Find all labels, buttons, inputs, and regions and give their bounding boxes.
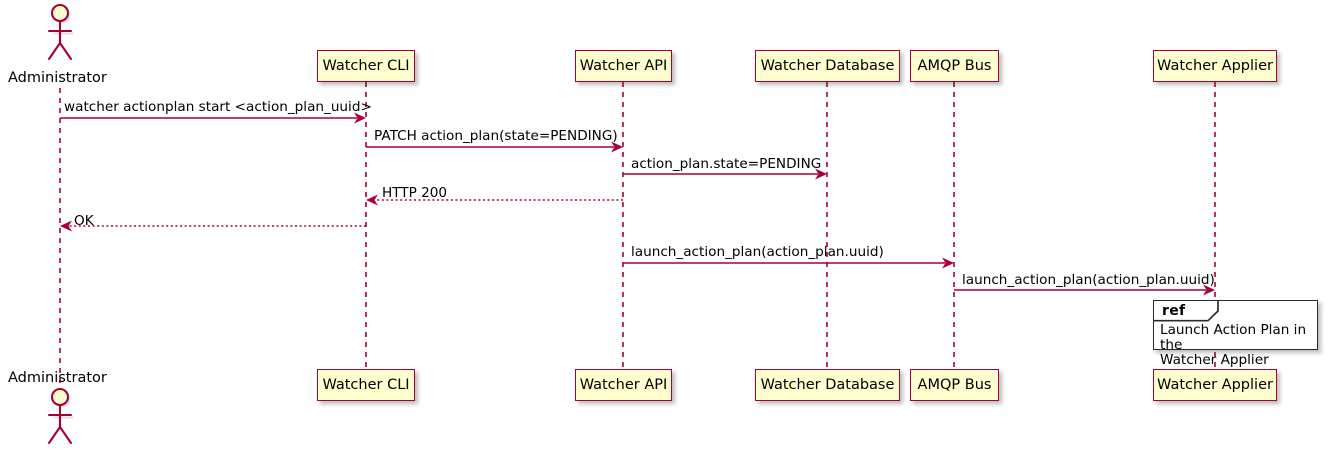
message-text: watcher actionplan start <action_plan_uu… (64, 99, 372, 115)
participant-label: Watcher Database (760, 376, 895, 393)
participant-box-watcher-applier-top[interactable]: Watcher Applier (1153, 50, 1277, 82)
participant-box-watcher-database-bottom[interactable]: Watcher Database (755, 369, 900, 401)
message-label-m2: PATCH action_plan(state=PENDING) (374, 128, 618, 144)
message-label-m1: watcher actionplan start <action_plan_uu… (64, 99, 372, 115)
participant-label: Watcher CLI (322, 57, 410, 74)
actor-label-administrator-top: Administrator (8, 71, 107, 86)
actor-label-administrator-bottom: Administrator (8, 371, 107, 386)
message-arrowhead-m2 (611, 141, 623, 153)
ref-fragment-line-2: Watcher Applier (1160, 352, 1269, 368)
participant-label: AMQP Bus (917, 376, 992, 393)
message-arrowhead-m7 (1203, 284, 1215, 296)
message-arrowhead-m5 (60, 220, 72, 232)
message-text: PATCH action_plan(state=PENDING) (374, 128, 618, 144)
ref-fragment-box[interactable]: ref Launch Action Plan in the Watcher Ap… (1153, 300, 1318, 368)
actor-leg-right-administrator-top (58, 41, 73, 61)
participant-box-watcher-applier-bottom[interactable]: Watcher Applier (1153, 369, 1277, 401)
ref-fragment-body: Launch Action Plan in the Watcher Applie… (1160, 323, 1313, 368)
message-text: launch_action_plan(action_plan.uuid) (962, 272, 1215, 288)
participant-box-amqp-bus-top[interactable]: AMQP Bus (910, 50, 999, 82)
participant-label: Watcher API (579, 57, 668, 74)
message-arrowhead-m3 (815, 168, 827, 180)
message-text: action_plan.state=PENDING (631, 156, 822, 172)
actor-leg-right-administrator-bottom (58, 425, 73, 445)
message-label-m3: action_plan.state=PENDING (631, 156, 822, 172)
ref-fragment-line-1: Launch Action Plan in the (1160, 322, 1307, 353)
participant-label: Watcher Applier (1157, 376, 1273, 393)
actor-leg-left-administrator-top (47, 41, 62, 61)
message-label-m7: launch_action_plan(action_plan.uuid) (962, 272, 1215, 288)
message-arrowhead-m4 (366, 194, 378, 206)
participant-box-amqp-bus-bottom[interactable]: AMQP Bus (910, 369, 999, 401)
participant-box-watcher-api-bottom[interactable]: Watcher API (575, 369, 672, 401)
message-arrowhead-m1 (354, 112, 366, 124)
message-arrowhead-m6 (942, 257, 954, 269)
message-label-m4: HTTP 200 (382, 185, 448, 201)
actor-label-text: Administrator (8, 370, 107, 386)
participant-box-watcher-cli-bottom[interactable]: Watcher CLI (317, 369, 415, 401)
participant-label: AMQP Bus (917, 57, 992, 74)
ref-fragment-tab-label: ref (1162, 303, 1186, 319)
ref-fragment-tab: ref (1154, 301, 1218, 321)
message-text: HTTP 200 (382, 185, 448, 201)
participant-label: Watcher CLI (322, 376, 410, 393)
participant-label: Watcher Database (760, 57, 895, 74)
ref-fragment-tab-outline (1154, 301, 1220, 322)
actor-head-administrator-top (50, 3, 70, 23)
message-label-m5: OK (74, 213, 94, 229)
participant-label: Watcher Applier (1157, 57, 1273, 74)
participant-box-watcher-cli-top[interactable]: Watcher CLI (317, 50, 415, 82)
actor-label-text: Administrator (8, 70, 107, 86)
message-text: OK (74, 213, 94, 229)
actor-head-administrator-bottom (50, 387, 70, 407)
participant-box-watcher-database-top[interactable]: Watcher Database (755, 50, 900, 82)
participant-box-watcher-api-top[interactable]: Watcher API (575, 50, 672, 82)
message-text: launch_action_plan(action_plan.uuid) (631, 244, 884, 260)
actor-leg-left-administrator-bottom (47, 425, 62, 445)
participant-label: Watcher API (579, 376, 668, 393)
message-label-m6: launch_action_plan(action_plan.uuid) (631, 244, 884, 260)
